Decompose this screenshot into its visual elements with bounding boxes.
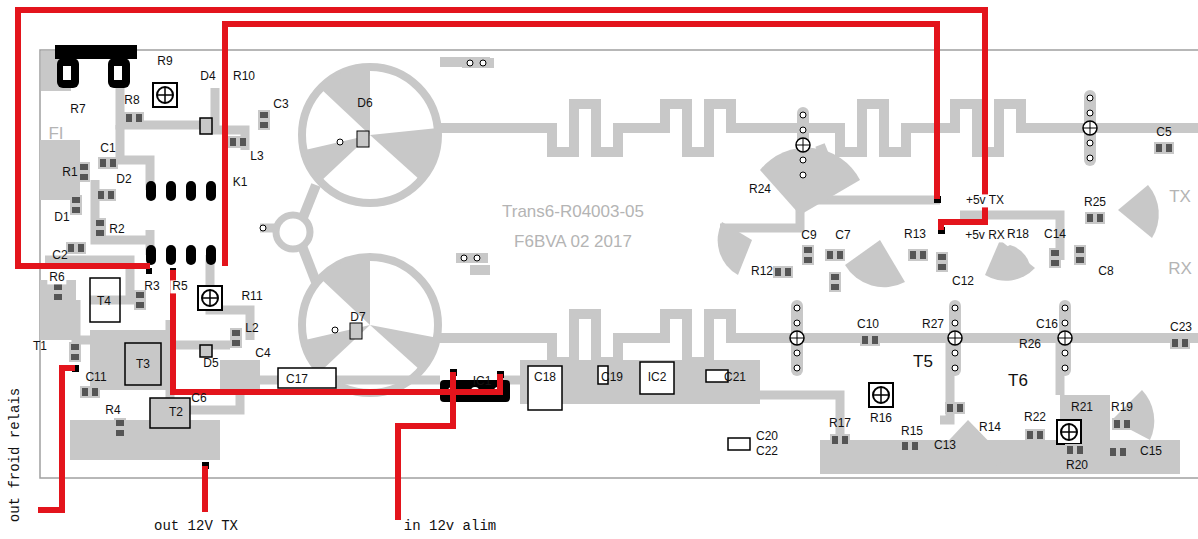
part-label: +5v TX: [964, 194, 1006, 207]
part-label: R24: [749, 183, 771, 196]
component-outlines: [90, 118, 750, 450]
part-label: R18: [1007, 228, 1029, 241]
part-label: C14: [1044, 228, 1066, 241]
part-label: C8: [1098, 265, 1113, 278]
part-label: C15: [1140, 445, 1162, 458]
part-label: T6: [1008, 372, 1028, 391]
part-label: IC1: [473, 375, 492, 388]
part-label: C9: [801, 229, 816, 242]
pin-diode-circles: [260, 67, 438, 393]
ground-copper: [40, 51, 1180, 474]
part-label: R14: [979, 421, 1001, 434]
part-label: R20: [1066, 459, 1088, 472]
part-label: R9: [157, 55, 172, 68]
part-label: R4: [105, 404, 120, 417]
part-label: D7: [350, 311, 365, 324]
part-label: R5: [170, 280, 189, 293]
part-label: R22: [1024, 411, 1046, 424]
part-label: R12: [751, 265, 773, 278]
part-label: R6: [47, 271, 66, 284]
part-label: L3: [250, 150, 263, 163]
part-label: Trans6-R04003-05: [502, 203, 644, 222]
part-label: R10: [233, 70, 255, 83]
part-label: D4: [200, 70, 215, 83]
part-label: R11: [241, 290, 262, 303]
part-label: R17: [829, 417, 851, 430]
part-label: FI: [48, 125, 63, 144]
part-label: +5v RX: [963, 229, 1007, 242]
part-label: C23: [1170, 321, 1192, 334]
part-label: D5: [203, 357, 218, 370]
part-label: D1: [54, 211, 69, 224]
part-label: R2: [109, 223, 124, 236]
part-label: C12: [952, 275, 974, 288]
part-label: R1: [62, 166, 77, 179]
red-jumper-wires: [18, 10, 985, 520]
part-label: C4: [255, 347, 270, 360]
part-label: TX: [1169, 188, 1191, 207]
via-stacks: [790, 90, 1097, 376]
part-label: C17: [286, 373, 308, 386]
part-label: T2: [169, 406, 183, 419]
part-label: C16: [1036, 318, 1058, 331]
part-label: C5: [1156, 126, 1171, 139]
part-label: K1: [231, 176, 250, 189]
part-label: IC2: [648, 371, 667, 384]
part-label: RX: [1168, 260, 1192, 279]
part-label: C11: [85, 371, 106, 384]
part-label: C22: [756, 445, 778, 458]
part-label: C13: [934, 439, 956, 452]
part-label: C20: [756, 430, 778, 443]
part-label: R16: [870, 412, 892, 425]
part-label: T4: [97, 295, 111, 308]
part-label: T1: [33, 340, 47, 353]
part-label: R19: [1111, 401, 1133, 414]
part-label: in 12v alim: [404, 519, 496, 534]
part-label: D6: [357, 97, 372, 110]
part-label: R3: [144, 280, 159, 293]
part-label: R8: [124, 94, 139, 107]
part-label: C6: [191, 392, 206, 405]
part-label: R15: [901, 425, 923, 438]
part-label: R26: [1019, 338, 1041, 351]
part-label: T3: [136, 358, 150, 371]
part-label: C2: [52, 249, 67, 262]
part-label: C18: [534, 371, 556, 384]
part-label: C3: [273, 98, 288, 111]
part-label: L2: [245, 322, 258, 335]
part-label: T5: [913, 353, 933, 372]
part-label: C10: [857, 318, 879, 331]
part-label: C7: [835, 229, 850, 242]
part-label: F6BVA 02 2017: [514, 233, 632, 252]
part-label: R27: [922, 318, 944, 331]
part-label: C21: [724, 371, 746, 384]
part-label: R21: [1071, 401, 1093, 414]
part-label: C1: [100, 142, 115, 155]
pads: [55, 45, 945, 469]
part-label: R13: [904, 228, 926, 241]
part-label: R7: [70, 103, 85, 116]
board-outline: [40, 50, 1198, 478]
part-label: out froid relais: [8, 388, 23, 522]
trimmer-potentiometers: [153, 83, 1081, 444]
part-label: D2: [116, 173, 131, 186]
part-label: C19: [601, 371, 623, 384]
part-label: out 12V TX: [154, 519, 238, 534]
part-label: R25: [1084, 196, 1106, 209]
